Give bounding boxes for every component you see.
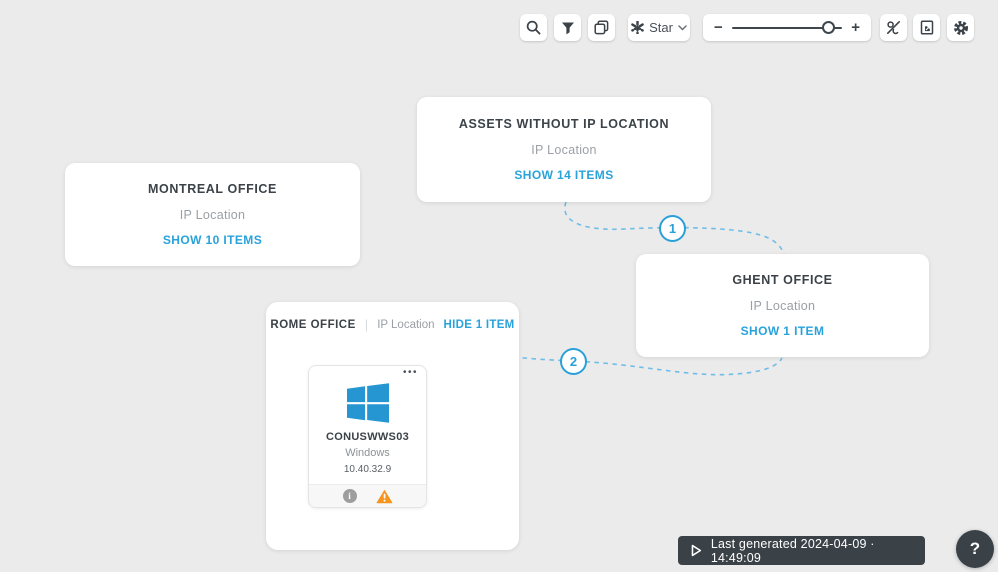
divider: | — [364, 317, 369, 332]
card-subtitle: IP Location — [377, 318, 435, 331]
card-title: GHENT OFFICE — [732, 273, 833, 288]
connector-label: 1 — [668, 221, 677, 236]
last-generated-bar[interactable]: Last generated 2024-04-09 · 14:49:09 — [678, 536, 925, 565]
card-title: MONTREAL OFFICE — [148, 182, 277, 197]
help-button[interactable]: ? — [956, 530, 994, 568]
zoom-in-button[interactable]: + — [851, 19, 860, 36]
search-icon — [526, 20, 541, 35]
windows-logo-icon — [346, 383, 389, 423]
asset-tile-conuswws03[interactable]: ••• CONUSWWS03 Windows 10.40.32.9 i — [308, 365, 427, 508]
export-document-icon — [920, 20, 933, 35]
node-ghent-office[interactable]: GHENT OFFICE IP Location SHOW 1 ITEM — [636, 254, 929, 357]
warning-icon[interactable] — [376, 489, 393, 504]
asset-os: Windows — [345, 447, 390, 459]
node-montreal-office[interactable]: MONTREAL OFFICE IP Location SHOW 10 ITEM… — [65, 163, 360, 266]
card-title: ROME OFFICE — [270, 318, 356, 331]
gear-icon — [953, 20, 968, 35]
settings-button[interactable] — [947, 14, 974, 41]
connector-badge-2[interactable]: 2 — [560, 348, 587, 375]
star-layout-icon — [631, 21, 644, 34]
hide-items-link[interactable]: HIDE 1 ITEM — [443, 318, 515, 331]
toggle-visibility-button[interactable] — [880, 14, 907, 41]
zoom-slider-track[interactable] — [731, 20, 843, 34]
asset-name: CONUSWWS03 — [325, 431, 410, 443]
export-image-button[interactable] — [913, 14, 940, 41]
card-title: ASSETS WITHOUT IP LOCATION — [458, 116, 670, 131]
card-subtitle: IP Location — [749, 298, 816, 313]
asset-ip: 10.40.32.9 — [343, 464, 392, 475]
last-generated-text: Last generated 2024-04-09 · 14:49:09 — [710, 536, 875, 565]
more-options-icon[interactable]: ••• — [402, 367, 418, 378]
show-items-link[interactable]: SHOW 1 ITEM — [740, 323, 825, 338]
show-items-link[interactable]: SHOW 14 ITEMS — [514, 168, 614, 183]
filter-icon — [561, 22, 574, 34]
zoom-out-button[interactable]: − — [714, 19, 723, 36]
chevron-down-icon — [678, 24, 687, 31]
connector-badge-1[interactable]: 1 — [659, 215, 686, 242]
show-items-link[interactable]: SHOW 10 ITEMS — [162, 232, 263, 247]
overlapping-windows-icon — [594, 20, 609, 35]
question-mark-icon: ? — [969, 539, 981, 558]
layout-selector-label: Star — [649, 20, 673, 35]
filter-button[interactable] — [554, 14, 581, 41]
connector-label: 2 — [569, 354, 578, 369]
group-header: ROME OFFICE | IP Location HIDE 1 ITEM — [266, 302, 519, 332]
node-assets-without-ip-location[interactable]: ASSETS WITHOUT IP LOCATION IP Location S… — [417, 97, 711, 202]
play-icon[interactable] — [691, 544, 702, 557]
layout-selector-dropdown[interactable]: Star — [628, 14, 690, 41]
zoom-control[interactable]: − + — [703, 14, 871, 41]
card-subtitle: IP Location — [179, 207, 246, 222]
crossed-out-circle-icon — [886, 20, 900, 35]
card-subtitle: IP Location — [531, 142, 597, 157]
info-icon[interactable]: i — [342, 489, 357, 503]
asset-status-strip: i — [309, 484, 426, 507]
bring-to-front-button[interactable] — [588, 14, 615, 41]
zoom-slider-handle[interactable] — [822, 20, 836, 34]
search-button[interactable] — [520, 14, 547, 41]
node-rome-office-expanded[interactable]: ROME OFFICE | IP Location HIDE 1 ITEM ••… — [266, 302, 519, 550]
